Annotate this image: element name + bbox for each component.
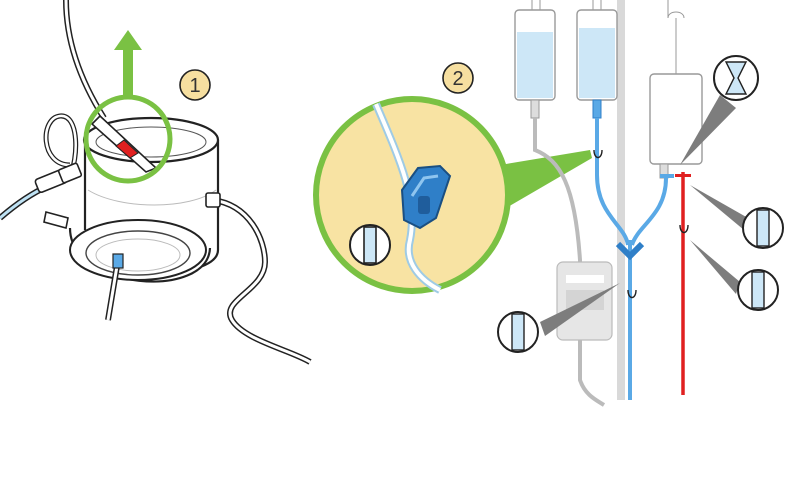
zoom-pointer [500, 150, 592, 208]
step-2-badge: 2 [442, 62, 474, 94]
blue-y-line [593, 118, 674, 400]
luer-connector [34, 162, 83, 194]
iv-bag-3 [649, 18, 703, 179]
roller-clamp-icon [400, 164, 452, 230]
step-2-number: 2 [452, 68, 463, 90]
panel-2-zoom: 2 [313, 62, 592, 294]
iv-bag-1 [514, 9, 556, 119]
side-port [43, 211, 69, 229]
iv-pole [617, 0, 625, 400]
iv-bag-2 [576, 9, 618, 119]
top-tubing [63, 0, 107, 120]
inset-tube-view [349, 224, 391, 266]
red-line [675, 172, 691, 395]
tube-view-low [737, 269, 779, 311]
spike-tip-icon [90, 114, 158, 173]
panel-1: 1 [0, 0, 312, 365]
right-cable [212, 197, 312, 365]
callout-pointer-mid [690, 185, 748, 230]
tube-view-mid [742, 207, 784, 249]
drip-chamber-icon [713, 55, 759, 101]
gray-line [533, 118, 606, 407]
upward-arrow-icon [114, 30, 142, 98]
callout-pointer-left [540, 283, 620, 336]
chamber-device [68, 116, 220, 283]
step-1-badge: 1 [179, 69, 211, 101]
tube-view-left [497, 311, 539, 353]
bottom-tube [105, 253, 124, 321]
step-1-number: 1 [189, 75, 200, 97]
callout-pointer-top [680, 95, 736, 165]
iv-pole-scene [497, 0, 784, 407]
callout-pointer-low [690, 240, 740, 294]
